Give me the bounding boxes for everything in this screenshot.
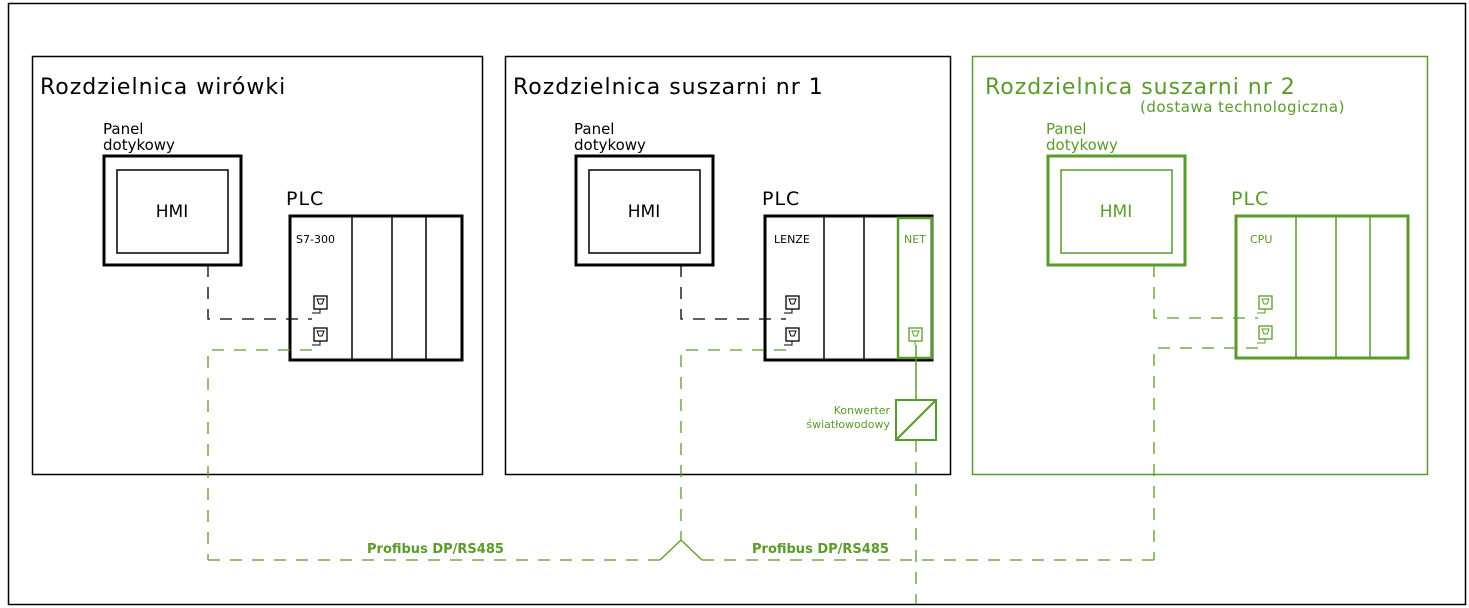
cabinet-suszarni-1: Rozdzielnica suszarni nr 1 Panel dotykow… [504, 55, 952, 604]
port-icon [1257, 325, 1273, 344]
cpu-module-label: S7-300 [296, 233, 335, 246]
profibus-drop [207, 349, 312, 560]
panel-label: Panel [1046, 120, 1086, 138]
cabinet-subtitle: (dostawa technologiczna) [1140, 98, 1345, 116]
panel-label: Panel [574, 120, 614, 138]
panel-label-2: dotykowy [1046, 136, 1118, 154]
cabinet-suszarni-2: Rozdzielnica suszarni nr 2 (dostawa tech… [971, 55, 1429, 560]
panel-label-2: dotykowy [574, 136, 646, 154]
cabinet-frame [31, 55, 484, 476]
bus-label-right: Profibus DP/RS485 [752, 542, 889, 557]
hmi-plc-link [207, 265, 312, 320]
plc-label: PLC [1231, 188, 1269, 210]
port-icon [784, 327, 800, 346]
profibus-drop [680, 349, 786, 540]
port-icon [908, 327, 923, 345]
hmi-touch-panel: HMI [102, 154, 243, 267]
cabinet-frame [504, 55, 952, 476]
net-module-label: NET [904, 233, 926, 246]
bus-label-left: Profibus DP/RS485 [367, 542, 504, 557]
hmi-touch-panel: HMI [1046, 154, 1187, 267]
plc-label: PLC [286, 188, 324, 210]
port-icon [784, 295, 800, 314]
plc-rack: CPU [1234, 214, 1410, 360]
hmi-touch-panel: HMI [574, 154, 715, 267]
hmi-label: HMI [1100, 202, 1132, 222]
cabinet-frame [971, 55, 1429, 476]
panel-label-2: dotykowy [103, 136, 175, 154]
plc-rack: S7-300 [288, 214, 464, 362]
converter-label-2: światłowodowy [806, 418, 890, 431]
hmi-plc-link [1153, 265, 1258, 319]
cpu-module-label: LENZE [774, 233, 810, 246]
profibus-drop [1153, 347, 1258, 560]
profibus-junction [659, 539, 703, 561]
cabinet-title: Rozdzielnica wirówki [40, 75, 286, 100]
plc-label: PLC [762, 188, 800, 210]
port-icon [1257, 295, 1273, 314]
cpu-module-label: CPU [1250, 233, 1272, 246]
cabinet-wirowki: Rozdzielnica wirówki Panel dotykowy HMI … [31, 55, 484, 560]
profibus-trunk: Profibus DP/RS485 Profibus DP/RS485 [208, 539, 1154, 561]
panel-label: Panel [103, 120, 143, 138]
net-module: NET [896, 216, 934, 360]
converter-label: Konwerter [834, 404, 891, 417]
cabinet-title: Rozdzielnica suszarni nr 1 [513, 75, 824, 100]
port-icon [312, 327, 328, 346]
port-icon [312, 295, 328, 314]
cabinet-title: Rozdzielnica suszarni nr 2 [985, 75, 1296, 100]
fiber-converter: Konwerter światłowodowy [806, 399, 937, 441]
hmi-label: HMI [156, 202, 188, 222]
hmi-plc-link [680, 265, 786, 320]
drawing-frame [7, 2, 1467, 606]
hmi-label: HMI [628, 202, 660, 222]
